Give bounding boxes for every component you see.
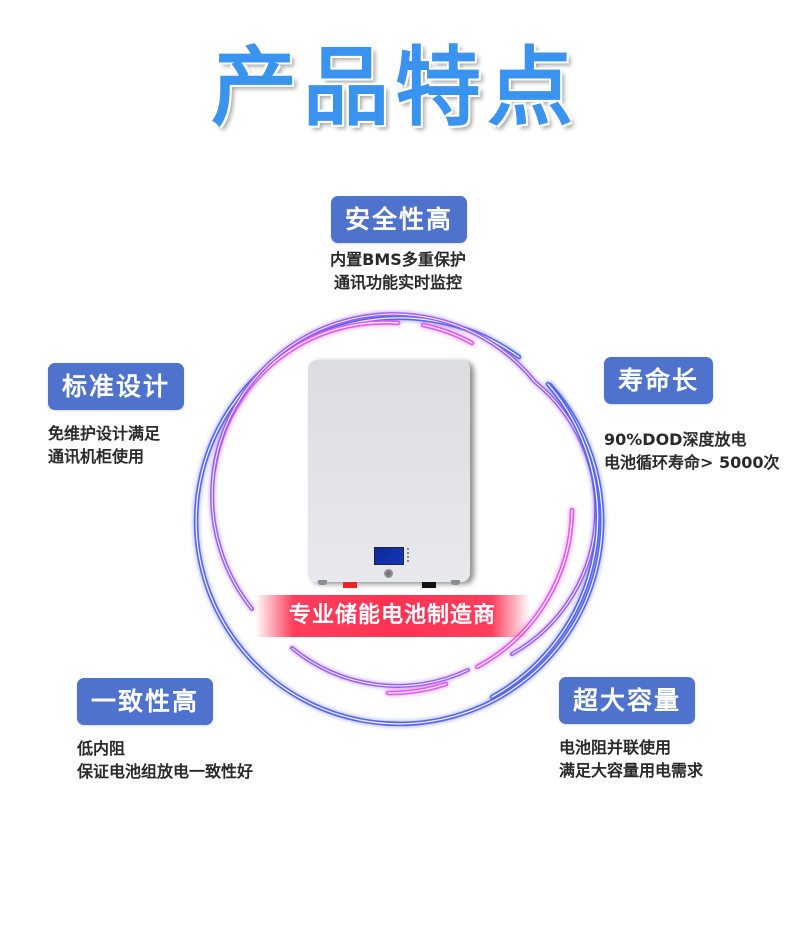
feature-description: 免维护设计满足 通讯机柜使用: [48, 422, 184, 468]
feature-large-capacity: 超大容量 电池阻并联使用 满足大容量用电需求: [559, 677, 703, 782]
feature-badge: 一致性高: [77, 678, 214, 725]
description-line: 通讯机柜使用: [48, 447, 145, 466]
mount-foot-right: [451, 580, 460, 585]
description-line: 90%DOD深度放电: [604, 430, 747, 449]
description-line: 免维护设计满足: [48, 424, 161, 443]
feature-safety: 安全性高 内置BMS多重保护 通讯功能实时监控: [330, 196, 468, 294]
description-line: 电池循环寿命> 5000次: [604, 453, 780, 472]
feature-badge: 标准设计: [48, 363, 185, 410]
feature-badge: 寿命长: [604, 357, 714, 404]
feature-badge: 超大容量: [559, 677, 696, 724]
feature-description: 内置BMS多重保护 通讯功能实时监控: [323, 248, 473, 294]
manufacturer-banner: 专业储能电池制造商: [255, 595, 530, 637]
description-line: 保证电池组放电一致性好: [77, 762, 254, 781]
feature-standard-design: 标准设计 免维护设计满足 通讯机柜使用: [48, 363, 185, 468]
feature-consistency: 一致性高 低内阻 保证电池组放电一致性好: [77, 678, 253, 783]
negative-terminal: [422, 582, 436, 588]
feature-description: 电池阻并联使用 满足大容量用电需求: [559, 736, 703, 782]
mount-foot-left: [318, 580, 327, 585]
feature-long-life: 寿命长 90%DOD深度放电 电池循环寿命> 5000次: [604, 357, 780, 474]
page-title: 产品特点: [211, 37, 579, 138]
description-line: 电池阻并联使用: [559, 738, 672, 757]
description-line: 满足大容量用电需求: [559, 761, 704, 780]
description-line: 通讯功能实时监控: [333, 273, 462, 292]
power-button-icon: [384, 569, 393, 578]
lcd-screen: [374, 547, 404, 565]
battery-pack-image: [308, 360, 470, 588]
description-line: 低内阻: [77, 739, 126, 758]
feature-description: 90%DOD深度放电 电池循环寿命> 5000次: [604, 428, 780, 474]
status-indicators: [407, 547, 427, 563]
positive-terminal: [343, 582, 357, 588]
feature-badge: 安全性高: [331, 196, 468, 243]
feature-description: 低内阻 保证电池组放电一致性好: [77, 737, 253, 783]
description-line: 内置BMS多重保护: [330, 250, 466, 269]
